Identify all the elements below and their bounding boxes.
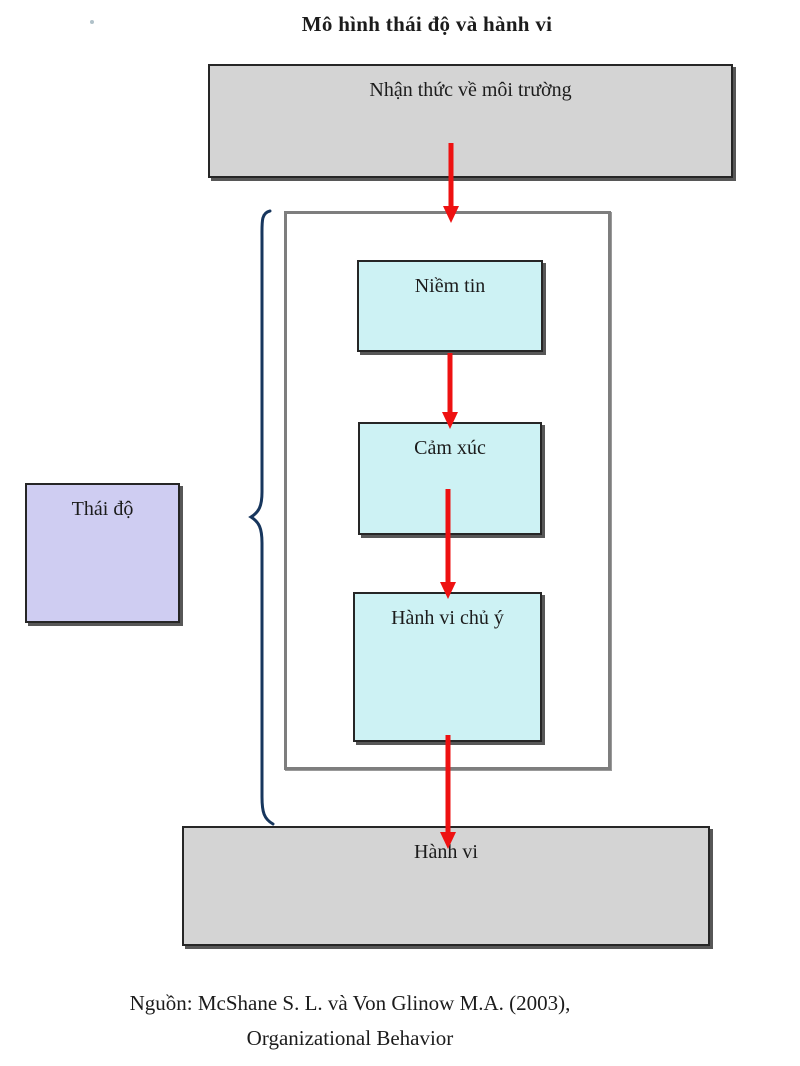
node-perception-label: Nhận thức về môi trường <box>369 79 572 101</box>
attitude-brace <box>248 209 275 826</box>
node-emotion-label: Cảm xúc <box>414 437 486 459</box>
node-behavior-label: Hành vi <box>414 841 478 863</box>
stray-dot <box>90 20 94 24</box>
source-line1: Nguồn: McShane S. L. và Von Glinow M.A. … <box>129 991 571 1015</box>
node-intention-label: Hành vi chủ ý <box>391 607 504 629</box>
node-attitude-label: Thái độ <box>71 498 134 520</box>
source-citation: Nguồn: McShane S. L. và Von Glinow M.A. … <box>55 986 645 1056</box>
node-behavior: Hành vi <box>182 826 710 946</box>
node-intention: Hành vi chủ ý <box>353 592 542 742</box>
node-perception: Nhận thức về môi trường <box>208 64 733 178</box>
node-attitude: Thái độ <box>25 483 180 623</box>
diagram-title: Mô hình thái độ và hành vi <box>301 12 553 36</box>
node-belief: Niềm tin <box>357 260 543 352</box>
node-belief-label: Niềm tin <box>414 275 486 297</box>
node-emotion: Cảm xúc <box>358 422 542 535</box>
source-line2: Organizational Behavior <box>246 1026 454 1050</box>
